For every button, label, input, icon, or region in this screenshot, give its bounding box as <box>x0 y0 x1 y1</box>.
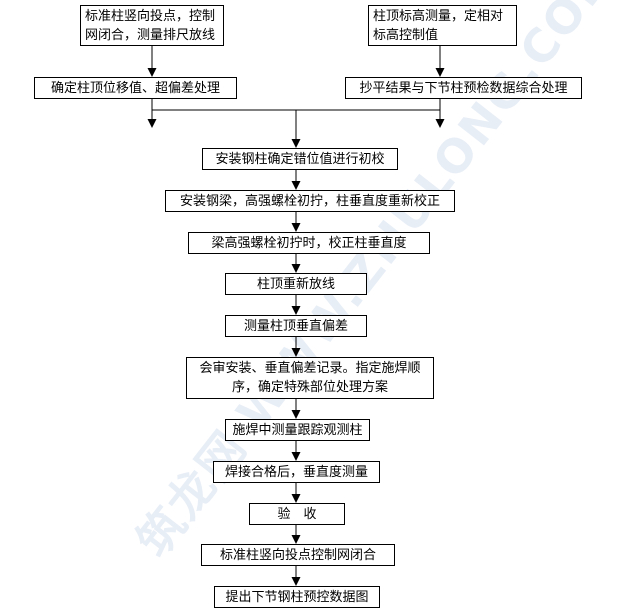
step-beam-bolt-correction: 梁高强螺栓初拧时，校正柱垂直度 <box>188 232 430 254</box>
step-label: 会审安装、垂直偏差记录。指定施焊顺序，确定特殊部位处理方案 <box>199 361 421 395</box>
step-column-top-relayout: 柱顶重新放线 <box>225 273 367 295</box>
step-measure-vertical-deviation: 测量柱顶垂直偏差 <box>225 315 367 337</box>
step-column-top-displacement: 确定柱顶位移值、超偏差处理 <box>34 77 237 99</box>
step-label: 安装钢柱确定错位值进行初校 <box>215 151 385 167</box>
step-label: 确定柱顶位移值、超偏差处理 <box>50 80 220 96</box>
step-welding-tracking: 施焊中测量跟踪观测柱 <box>225 419 370 441</box>
step-install-steel-beam: 安装钢梁，高强螺栓初拧，柱垂直度重新校正 <box>165 190 455 212</box>
step-install-steel-column: 安装钢柱确定错位值进行初校 <box>202 148 398 170</box>
step-column-top-elevation: 柱顶标高测量，定相对标高控制值 <box>368 5 517 46</box>
step-acceptance: 验 收 <box>249 503 345 525</box>
step-label: 柱顶重新放线 <box>256 276 335 292</box>
step-label: 标准柱竖向投点控制网闭合 <box>219 547 376 563</box>
step-label: 安装钢梁，高强螺栓初拧，柱垂直度重新校正 <box>179 193 440 209</box>
step-label: 施焊中测量跟踪观测柱 <box>232 422 363 438</box>
step-label: 测量柱顶垂直偏差 <box>243 318 348 334</box>
step-label: 抄平结果与下节柱预检数据综合处理 <box>359 80 568 96</box>
step-label: 柱顶标高测量，定相对标高控制值 <box>373 8 504 43</box>
step-label: 梁高强螺栓初拧时，校正柱垂直度 <box>211 235 407 251</box>
step-label: 焊接合格后，垂直度测量 <box>224 464 368 480</box>
step-label: 验 收 <box>277 506 317 522</box>
step-leveling-data-processing: 抄平结果与下节柱预检数据综合处理 <box>345 77 582 99</box>
step-post-weld-verticality: 焊接合格后，垂直度测量 <box>213 461 380 483</box>
step-review-welding-plan: 会审安装、垂直偏差记录。指定施焊顺序，确定特殊部位处理方案 <box>186 357 434 399</box>
step-control-network-layout: 标准柱竖向投点，控制网闭合，测量排尺放线 <box>80 5 224 46</box>
step-label: 提出下节钢柱预控数据图 <box>225 589 369 605</box>
step-network-closure: 标准柱竖向投点控制网闭合 <box>201 544 395 566</box>
step-label: 标准柱竖向投点，控制网闭合，测量排尺放线 <box>85 8 216 43</box>
step-next-column-data: 提出下节钢柱预控数据图 <box>214 586 380 608</box>
